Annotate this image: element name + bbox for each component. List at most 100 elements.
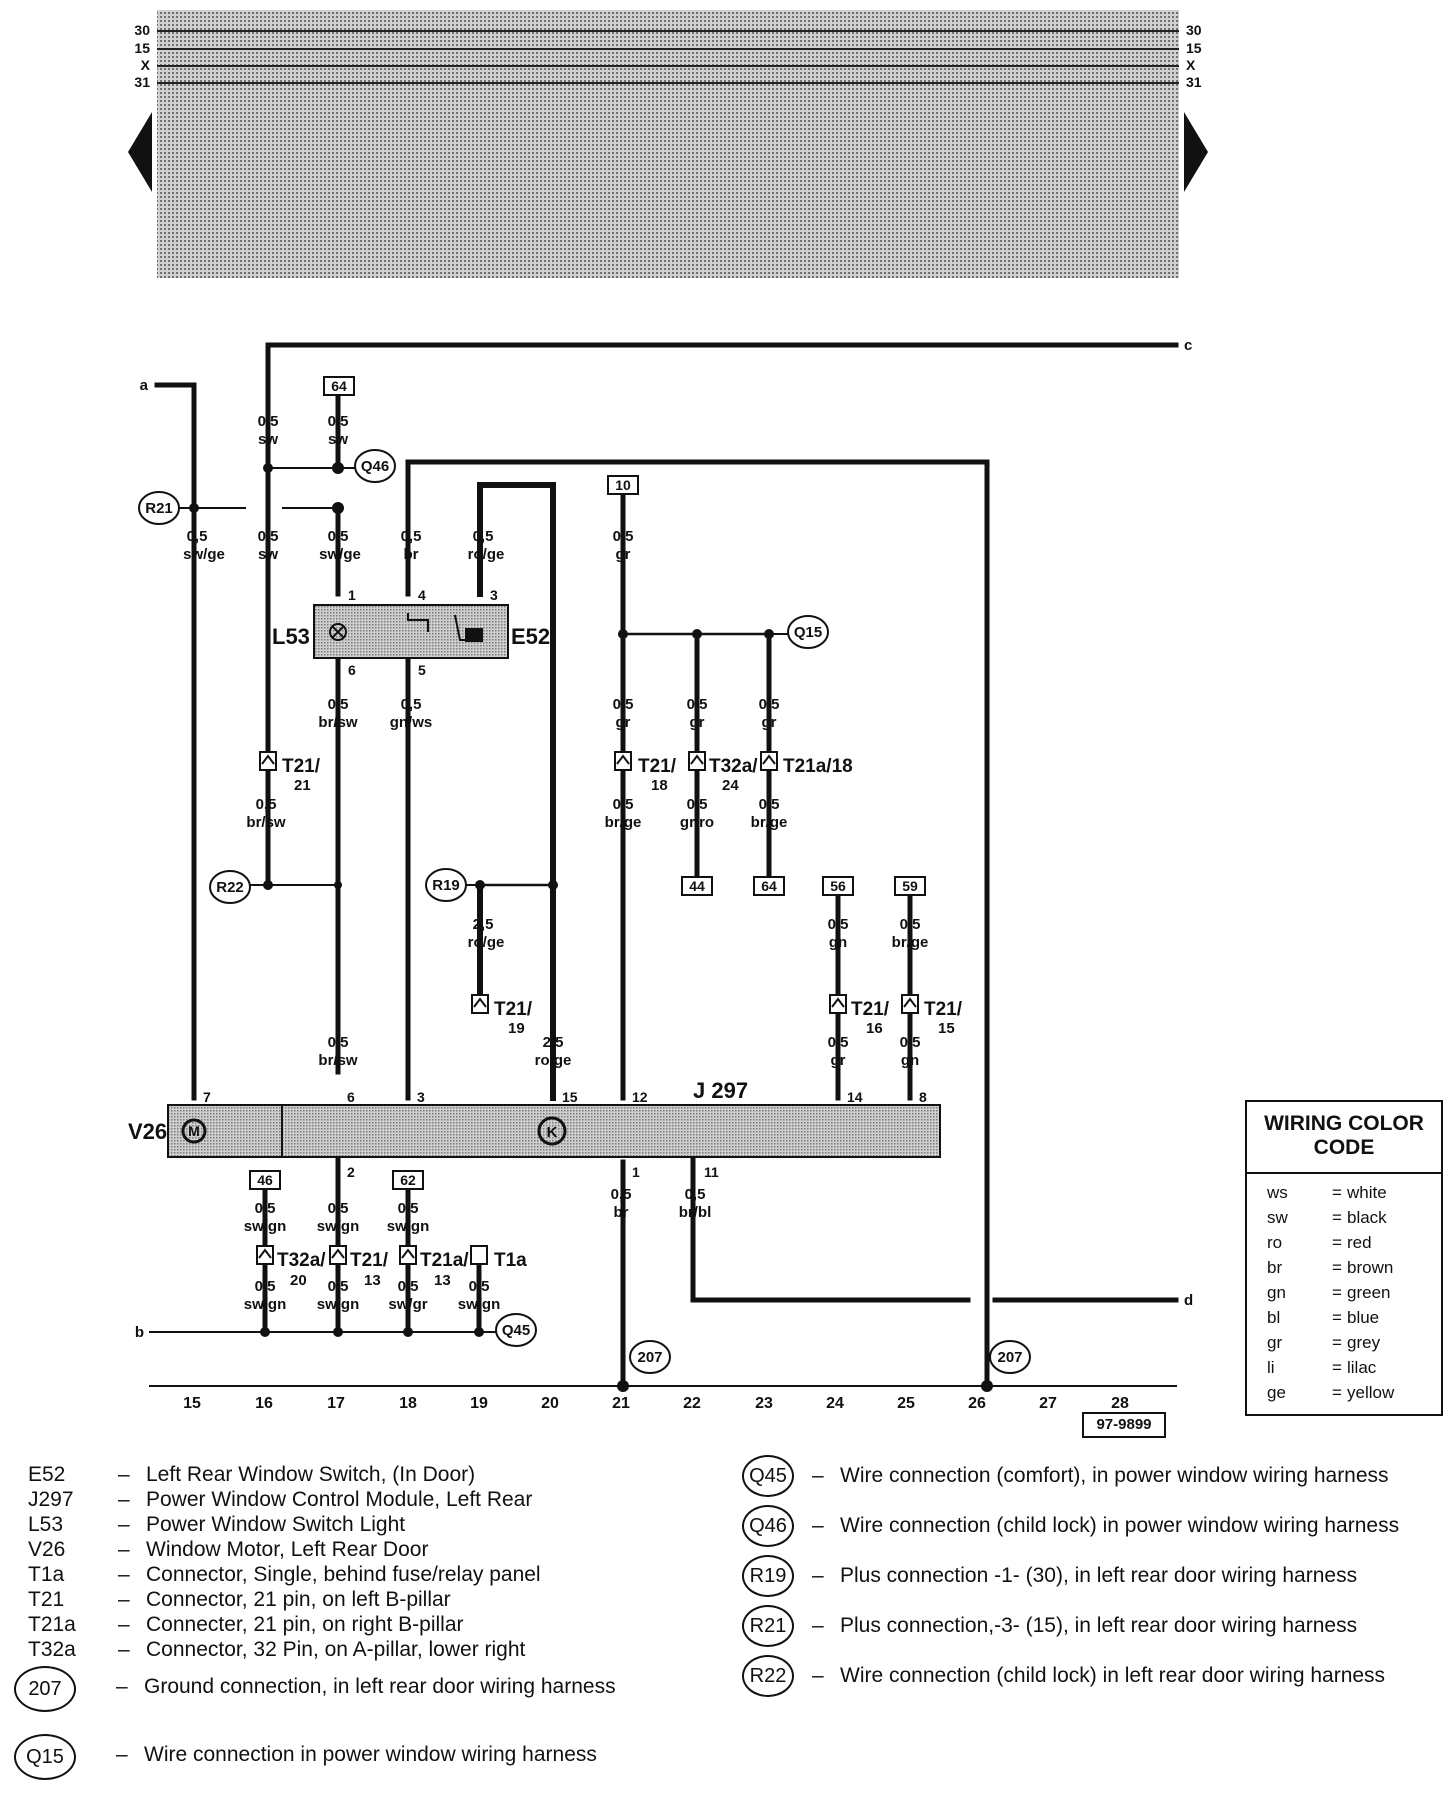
wire-size: 0,5 bbox=[328, 1034, 349, 1051]
color-code-row: sw=black bbox=[1247, 1205, 1441, 1230]
equals-sign: = bbox=[1332, 1357, 1342, 1377]
wire-size: 0,5 bbox=[613, 796, 634, 813]
wire-color: br/bl bbox=[679, 1204, 712, 1221]
svg-text:K: K bbox=[547, 1124, 558, 1141]
legend-circle-code: Q15 bbox=[14, 1734, 76, 1780]
track-number: 15 bbox=[183, 1395, 201, 1412]
junction-dot bbox=[333, 1327, 343, 1337]
location-box-64: 64 bbox=[323, 376, 355, 396]
location-box-label: 64 bbox=[331, 378, 347, 394]
bus-label-30-right: 30 bbox=[1186, 22, 1202, 38]
wire-color: ro/ge bbox=[468, 546, 505, 563]
wire-size: 0,5 bbox=[828, 916, 849, 933]
legend-code: T21a bbox=[28, 1613, 76, 1636]
connector-label: T21/ bbox=[851, 999, 890, 1020]
wire-color: gr bbox=[831, 1052, 846, 1069]
color-name: lilac bbox=[1347, 1357, 1377, 1377]
wire-size: 0,5 bbox=[401, 696, 422, 713]
legend-row: T21a–Connecter, 21 pin, on right B-pilla… bbox=[14, 1612, 714, 1637]
connector-label: T32a/ bbox=[277, 1250, 326, 1271]
wire-color: sw bbox=[258, 431, 278, 448]
location-box-label: 46 bbox=[257, 1172, 273, 1188]
color-name: black bbox=[1347, 1207, 1387, 1227]
wire-size: 0,5 bbox=[258, 413, 279, 430]
wires bbox=[149, 342, 1179, 1389]
left-arrow-icon bbox=[128, 112, 152, 192]
location-box-label: 56 bbox=[830, 878, 846, 894]
legend-row: T21–Connector, 21 pin, on left B-pillar bbox=[14, 1587, 714, 1612]
wire-size: 0,5 bbox=[828, 1034, 849, 1051]
color-code: ro bbox=[1267, 1232, 1283, 1252]
pin-number: 1 bbox=[632, 1164, 640, 1180]
connection-point-label: R19 bbox=[432, 877, 460, 894]
color-code: br bbox=[1267, 1257, 1283, 1277]
component-label-l53: L53 bbox=[272, 624, 310, 649]
connector-sub-label: 13 bbox=[364, 1272, 381, 1289]
wire-color: sw bbox=[258, 546, 278, 563]
connector-t21-13: T21/ 13 bbox=[329, 1245, 389, 1289]
wire-color: ro/ge bbox=[468, 934, 505, 951]
ground-point-207: 207 bbox=[629, 1340, 671, 1374]
connection-point-r21: R21 bbox=[138, 491, 194, 525]
bus-label-x-left: X bbox=[141, 57, 151, 73]
wire-size: 0,5 bbox=[328, 413, 349, 430]
connection-point-q45: Q45 bbox=[479, 1313, 537, 1347]
wire-color: ro/ge bbox=[535, 1052, 572, 1069]
wire-color: br/sw bbox=[318, 1052, 358, 1069]
wire-color: br/ge bbox=[892, 934, 929, 951]
connector-sub-label: 19 bbox=[508, 1020, 525, 1037]
pin-number: 6 bbox=[347, 1089, 355, 1105]
legend-description: Ground connection, in left rear door wir… bbox=[144, 1675, 616, 1698]
connector-sub-label: 16 bbox=[866, 1020, 883, 1037]
legend-row: R22–Wire connection (child lock) in left… bbox=[742, 1655, 1442, 1697]
connector-sub-label: 13 bbox=[434, 1272, 451, 1289]
wire-color: sw/ge bbox=[319, 546, 361, 563]
legend-description: Wire connection (comfort), in power wind… bbox=[840, 1464, 1389, 1487]
wire-br-to-ground-207 bbox=[405, 459, 990, 1389]
legend-code: T21 bbox=[28, 1588, 65, 1611]
edge-ref-b: b bbox=[135, 1324, 144, 1341]
connector-t21-15: T21/ 15 bbox=[901, 994, 963, 1037]
wire-color: br/ge bbox=[605, 814, 642, 831]
connection-point-label: R22 bbox=[216, 879, 244, 896]
color-code-row: li=lilac bbox=[1247, 1355, 1441, 1380]
track-number: 18 bbox=[399, 1395, 417, 1412]
wire-color: sw/gr bbox=[388, 1296, 427, 1313]
color-code: ge bbox=[1267, 1382, 1286, 1402]
legend-circle-code: 207 bbox=[14, 1666, 76, 1712]
connector-label: T21a/18 bbox=[783, 756, 853, 777]
legend-description: Connecter, 21 pin, on right B-pillar bbox=[146, 1613, 464, 1636]
track-number: 25 bbox=[897, 1395, 915, 1412]
location-box-64: 64 bbox=[753, 876, 785, 896]
wire-color: sw bbox=[328, 431, 348, 448]
wire-color: br/ge bbox=[751, 814, 788, 831]
equals-sign: = bbox=[1332, 1232, 1342, 1252]
fuse-relay-panel-band bbox=[128, 10, 1208, 278]
track-number: 16 bbox=[255, 1395, 273, 1412]
legend-code: T32a bbox=[28, 1638, 76, 1661]
connector-t21a-13: T21a/ 13 bbox=[399, 1245, 469, 1289]
wire-size: 0,5 bbox=[685, 1186, 706, 1203]
track-number: 21 bbox=[612, 1395, 630, 1412]
wire-color: gr bbox=[690, 714, 705, 731]
component-label-j297: J 297 bbox=[693, 1078, 748, 1103]
track-number: 24 bbox=[826, 1395, 844, 1412]
track-number: 17 bbox=[327, 1395, 345, 1412]
wire-size: 0,5 bbox=[611, 1186, 632, 1203]
bus-label-31-left: 31 bbox=[134, 74, 150, 90]
legend-circle-code: Q46 bbox=[742, 1505, 794, 1547]
wire-color: sw/gn bbox=[317, 1218, 360, 1235]
legend-code: L53 bbox=[28, 1513, 64, 1536]
wire-size: 0,5 bbox=[613, 528, 634, 545]
color-code-row: ge=yellow bbox=[1247, 1380, 1441, 1405]
pin-number: 12 bbox=[632, 1089, 648, 1105]
connection-point-r22: R22 bbox=[209, 870, 268, 904]
legend-description: Power Window Switch Light bbox=[146, 1513, 406, 1536]
wire-size: 0,5 bbox=[900, 1034, 921, 1051]
legend-code: E52 bbox=[28, 1463, 66, 1486]
track-number: 22 bbox=[683, 1395, 701, 1412]
pin-number: 2 bbox=[347, 1164, 355, 1180]
connector-label: T21/ bbox=[494, 999, 533, 1020]
connector-label: T32a/ bbox=[709, 756, 758, 777]
legend-description: Left Rear Window Switch, (In Door) bbox=[146, 1463, 476, 1486]
